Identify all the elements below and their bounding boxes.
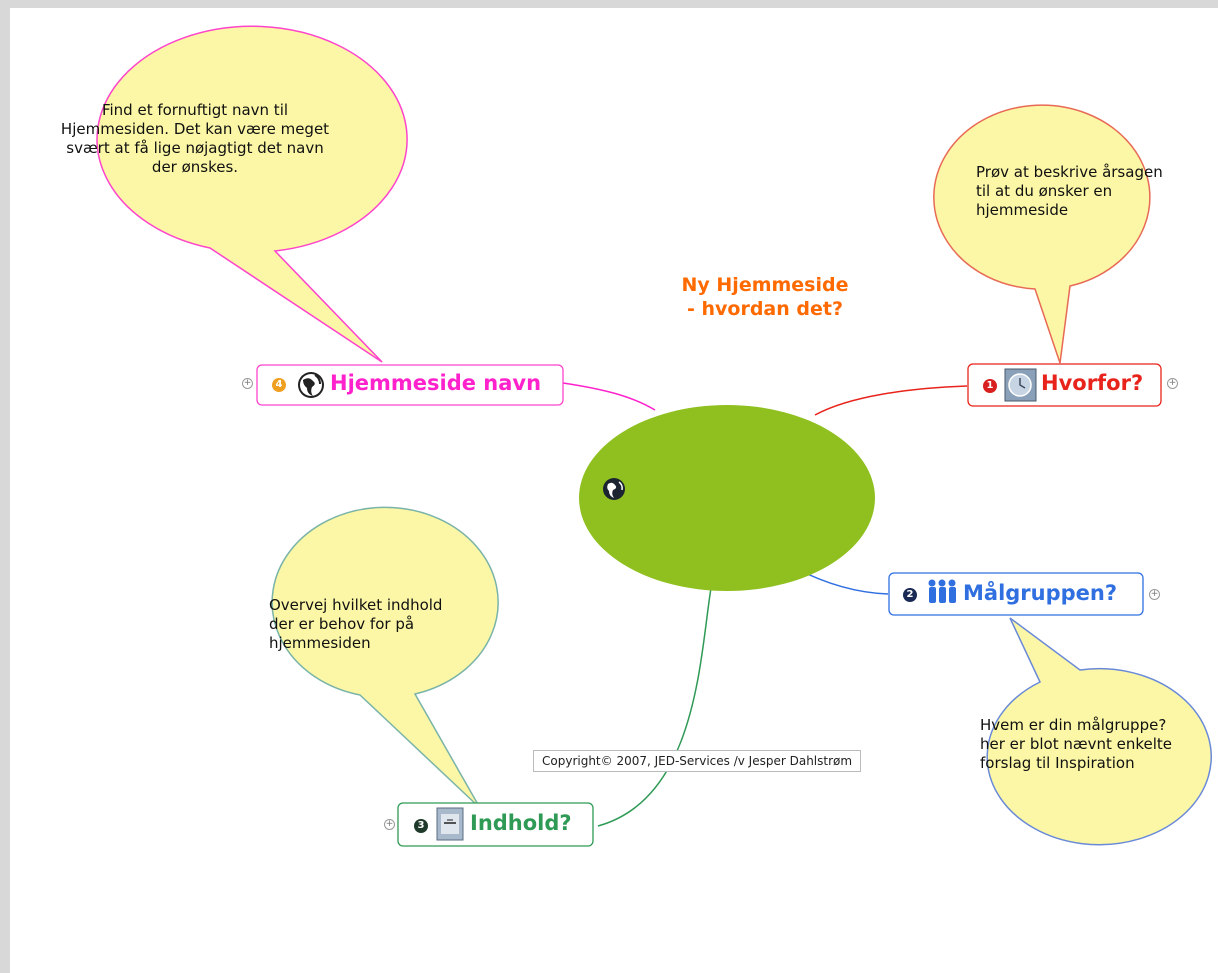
node-box-hjemmeside-navn[interactable] bbox=[256, 364, 564, 406]
callout-line: her er blot nævnt enkelte bbox=[980, 735, 1173, 753]
globe-icon bbox=[298, 372, 324, 398]
callout-line: hjemmesiden bbox=[269, 634, 371, 652]
connector-hvorfor bbox=[814, 385, 968, 416]
callout-text-indhold: Overvej hvilket indhold der er behov for… bbox=[269, 596, 469, 653]
callout-text-malgruppen: Hvem er din målgruppe? her er blot nævnt… bbox=[980, 716, 1200, 773]
document-icon bbox=[436, 807, 464, 841]
callout-line: Overvej hvilket indhold bbox=[269, 596, 443, 614]
callout-line: der ønskes. bbox=[151, 158, 239, 176]
callout-text-hjemmeside-navn: Find et fornuftigt navn til Hjemmesiden.… bbox=[50, 101, 340, 177]
callout-bubble-hjemmeside-navn bbox=[96, 25, 408, 363]
connector-hjemmeside-navn bbox=[562, 382, 656, 411]
callout-line: svært at få lige nøjagtigt det navn bbox=[66, 139, 324, 157]
node-label-hjemmeside-navn[interactable]: Hjemmeside navn bbox=[330, 371, 542, 395]
callout-text-hvorfor: Prøv at beskrive årsagen til at du ønske… bbox=[976, 163, 1176, 220]
callout-bubble-malgruppen bbox=[986, 617, 1212, 846]
callout-line: forslag til Inspiration bbox=[980, 754, 1135, 772]
central-topic-line-2: - hvordan det? bbox=[687, 298, 843, 320]
priority-badge-1: 1 bbox=[983, 379, 997, 393]
callout-bubble-indhold bbox=[271, 506, 499, 809]
central-topic-ellipse[interactable] bbox=[579, 405, 875, 591]
central-topic-line-1: Ny Hjemmeside bbox=[681, 274, 849, 296]
expand-hvorfor-button[interactable]: + bbox=[1167, 378, 1178, 389]
expand-malgruppen-button[interactable]: + bbox=[1149, 589, 1160, 600]
central-topic-title: Ny Hjemmeside - hvordan det? bbox=[605, 273, 925, 321]
expand-hjemmeside-navn-button[interactable]: + bbox=[242, 378, 253, 389]
node-label-hvorfor[interactable]: Hvorfor? bbox=[1041, 371, 1144, 395]
priority-badge-4: 4 bbox=[272, 378, 286, 392]
priority-badge-2: 2 bbox=[903, 588, 917, 602]
callout-line: Hjemmesiden. Det kan være meget bbox=[60, 120, 330, 138]
expand-indhold-button[interactable]: + bbox=[384, 819, 395, 830]
node-label-indhold[interactable]: Indhold? bbox=[470, 811, 572, 835]
callout-line: Prøv at beskrive årsagen bbox=[976, 163, 1163, 181]
callout-bubble-hvorfor bbox=[933, 104, 1151, 364]
people-icon bbox=[928, 579, 956, 603]
callout-line: hjemmeside bbox=[976, 201, 1069, 219]
callout-line: Hvem er din målgruppe? bbox=[980, 716, 1167, 734]
copyright-box: Copyright© 2007, JED-Services /v Jesper … bbox=[533, 750, 862, 772]
mindmap-shapes bbox=[96, 25, 1212, 847]
mindmap-canvas: Find et fornuftigt navn til Hjemmesiden.… bbox=[10, 8, 1218, 973]
central-globe-icon bbox=[603, 478, 625, 500]
priority-badge-3: 3 bbox=[414, 819, 428, 833]
connector-indhold bbox=[597, 581, 713, 827]
node-label-malgruppen[interactable]: Målgruppen? bbox=[963, 581, 1118, 605]
clock-icon bbox=[1004, 368, 1037, 402]
callout-line: Find et fornuftigt navn til bbox=[101, 101, 289, 119]
callout-line: til at du ønsker en bbox=[976, 182, 1113, 200]
callout-line: der er behov for på bbox=[269, 615, 415, 633]
